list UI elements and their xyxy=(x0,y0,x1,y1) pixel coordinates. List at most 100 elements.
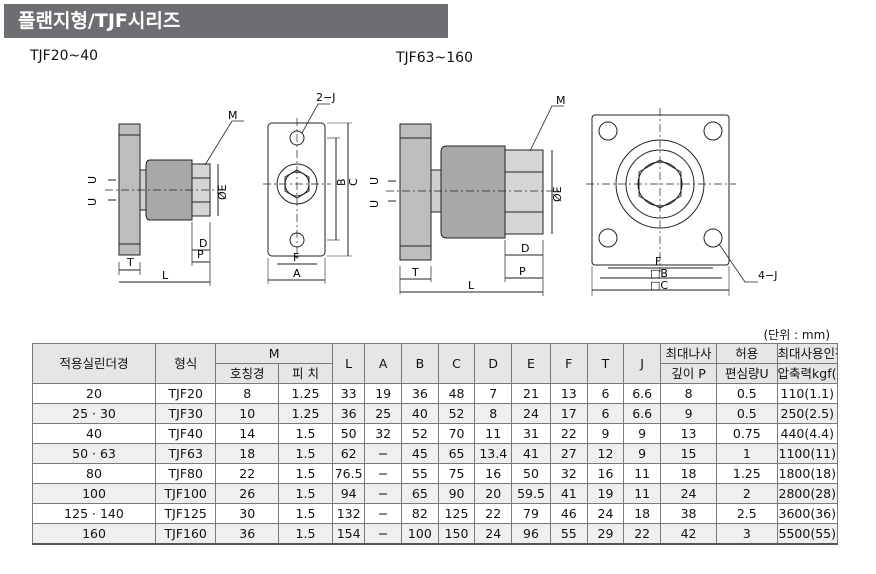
table-cell: 0.5 xyxy=(716,383,778,404)
left-l-label: L xyxy=(162,269,169,282)
right-l-label: L xyxy=(468,279,475,292)
table-cell: 96 xyxy=(511,523,551,545)
table-cell: 25 xyxy=(364,403,403,424)
table-cell: 82 xyxy=(401,503,439,524)
table-cell: 38 xyxy=(659,503,718,524)
table-cell: 18 xyxy=(623,503,661,524)
col-a: A xyxy=(364,343,403,384)
table-cell: − xyxy=(364,483,403,504)
table-cell: − xyxy=(364,503,403,524)
table-cell: 2 xyxy=(716,483,778,504)
table-cell: 150 xyxy=(437,523,476,545)
table-cell: 65 xyxy=(401,483,439,504)
table-cell: 24 xyxy=(586,503,625,524)
table-cell: 50 · 63 xyxy=(32,443,156,464)
table-cell: − xyxy=(364,523,403,545)
table-cell: 1.25 xyxy=(278,403,333,424)
col-l: L xyxy=(331,343,366,384)
table-cell: 16 xyxy=(586,463,625,484)
technical-drawings: U U ØE M T L P D 2−J B C F A xyxy=(86,91,777,296)
table-cell: 1.5 xyxy=(278,443,333,464)
table-cell: 40 xyxy=(401,403,439,424)
left-t-label: T xyxy=(126,256,134,269)
table-cell: 59.5 xyxy=(511,483,551,504)
right-u-label-2: U xyxy=(368,200,381,208)
unit-note: (단위 : mm) xyxy=(763,328,831,342)
table-cell: 13 xyxy=(549,383,588,404)
table-cell: TJF40 xyxy=(154,423,217,444)
left-front-view xyxy=(263,103,352,284)
table-cell: 16 xyxy=(474,463,513,484)
spec-table: 적용실린더경 형식 M L A B C D E F T J 최대나사 허용 최대… xyxy=(32,343,839,545)
table-cell: 5500(55) xyxy=(776,523,839,545)
table-cell: 3 xyxy=(716,523,778,545)
table-cell: 2.5 xyxy=(716,503,778,524)
section-title: 플랜지형/TJF시리즈 xyxy=(4,4,448,38)
table-cell: TJF100 xyxy=(154,483,217,504)
left-c-label: C xyxy=(347,178,360,186)
table-cell: 21 xyxy=(511,383,551,404)
table-cell: 0.75 xyxy=(716,423,778,444)
left-m-label: M xyxy=(228,109,238,122)
table-cell: 19 xyxy=(364,383,403,404)
col-t: T xyxy=(586,343,625,384)
col-j: J xyxy=(623,343,661,384)
table-cell: 1.5 xyxy=(278,463,333,484)
table-cell: 1.5 xyxy=(278,523,333,545)
table-cell: 94 xyxy=(331,483,366,504)
right-d-label: D xyxy=(521,242,529,255)
table-cell: 36 xyxy=(331,403,366,424)
table-cell: − xyxy=(364,463,403,484)
table-cell: TJF125 xyxy=(154,503,217,524)
table-cell: TJF80 xyxy=(154,463,217,484)
col-max-load-1: 최대사용인장 xyxy=(776,343,839,364)
table-cell: 79 xyxy=(511,503,551,524)
left-d-label: D xyxy=(199,237,207,250)
left-u-label-1: U xyxy=(86,176,99,184)
col-max-thread-1: 최대나사 xyxy=(659,343,718,364)
table-cell: 1 xyxy=(716,443,778,464)
table-cell: 15 xyxy=(659,443,718,464)
table-cell: 1.25 xyxy=(278,383,333,404)
table-cell: 20 xyxy=(32,383,156,404)
col-max-thread-2: 깊이 P xyxy=(659,363,718,384)
right-c-label: □C xyxy=(650,279,668,292)
table-cell: 20 xyxy=(474,483,513,504)
table-cell: 8 xyxy=(215,383,279,404)
table-cell: 90 xyxy=(437,483,476,504)
table-cell: 1.5 xyxy=(278,423,333,444)
table-cell: 55 xyxy=(401,463,439,484)
table-cell: 160 xyxy=(32,523,156,545)
table-cell: 440(4.4) xyxy=(776,423,839,444)
col-max-load-2: 압축력kgf(KN) xyxy=(776,363,839,384)
table-cell: 1100(11) xyxy=(776,443,839,464)
right-4j-label: 4−J xyxy=(758,269,777,282)
table-cell: 8 xyxy=(659,383,718,404)
table-cell: 11 xyxy=(623,483,661,504)
table-cell: 100 xyxy=(401,523,439,545)
table-cell: 18 xyxy=(659,463,718,484)
table-cell: 12 xyxy=(586,443,625,464)
col-model: 형식 xyxy=(154,343,217,384)
table-cell: 62 xyxy=(331,443,366,464)
table-cell: TJF30 xyxy=(154,403,217,424)
right-b-label: □B xyxy=(650,267,668,280)
table-cell: 17 xyxy=(549,403,588,424)
col-m-nominal: 호칭경 xyxy=(215,363,279,384)
col-allow-2: 편심량U xyxy=(716,363,778,384)
table-cell: 1800(18) xyxy=(776,463,839,484)
table-cell: 6.6 xyxy=(623,383,661,404)
left-p-label: P xyxy=(197,248,204,261)
table-cell: 76.5 xyxy=(331,463,366,484)
table-cell: 6 xyxy=(586,403,625,424)
table-cell: TJF63 xyxy=(154,443,217,464)
table-cell: 50 xyxy=(331,423,366,444)
col-c: C xyxy=(437,343,476,384)
table-cell: − xyxy=(364,443,403,464)
right-front-view xyxy=(586,108,758,296)
table-cell: 24 xyxy=(511,403,551,424)
